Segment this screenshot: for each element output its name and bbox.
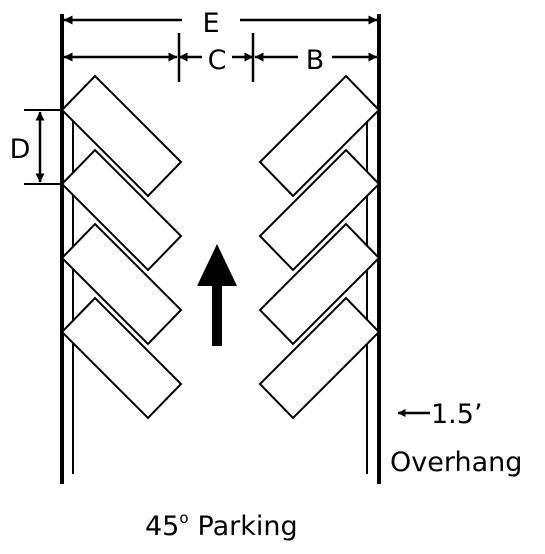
stall	[258, 74, 381, 198]
dimension-c: C	[177, 33, 255, 82]
overhang-label: Overhang	[390, 447, 522, 478]
stall	[60, 148, 183, 272]
caption-degree: o	[179, 509, 188, 527]
stall	[60, 222, 183, 346]
label-c: C	[208, 45, 227, 76]
overhang-value: 1.5’	[431, 399, 483, 430]
stall	[258, 296, 381, 420]
label-b: B	[306, 45, 325, 76]
dimension-d: D	[10, 109, 62, 185]
diagram-caption: 45o Parking	[145, 509, 298, 542]
caption-text: Parking	[198, 511, 298, 542]
label-d: D	[10, 134, 31, 165]
caption-angle: 45	[145, 511, 179, 542]
stall	[258, 222, 381, 346]
overhang-annotation: 1.5’ Overhang	[390, 399, 522, 478]
stall	[60, 74, 183, 198]
stall	[258, 148, 381, 272]
traffic-direction-arrow-icon	[197, 244, 237, 346]
left-stall-row	[60, 74, 183, 420]
right-stall-row	[258, 74, 381, 420]
stall	[60, 296, 183, 420]
dimension-e: E	[63, 8, 378, 39]
label-e: E	[202, 8, 219, 39]
dimension-b: B	[254, 45, 378, 76]
